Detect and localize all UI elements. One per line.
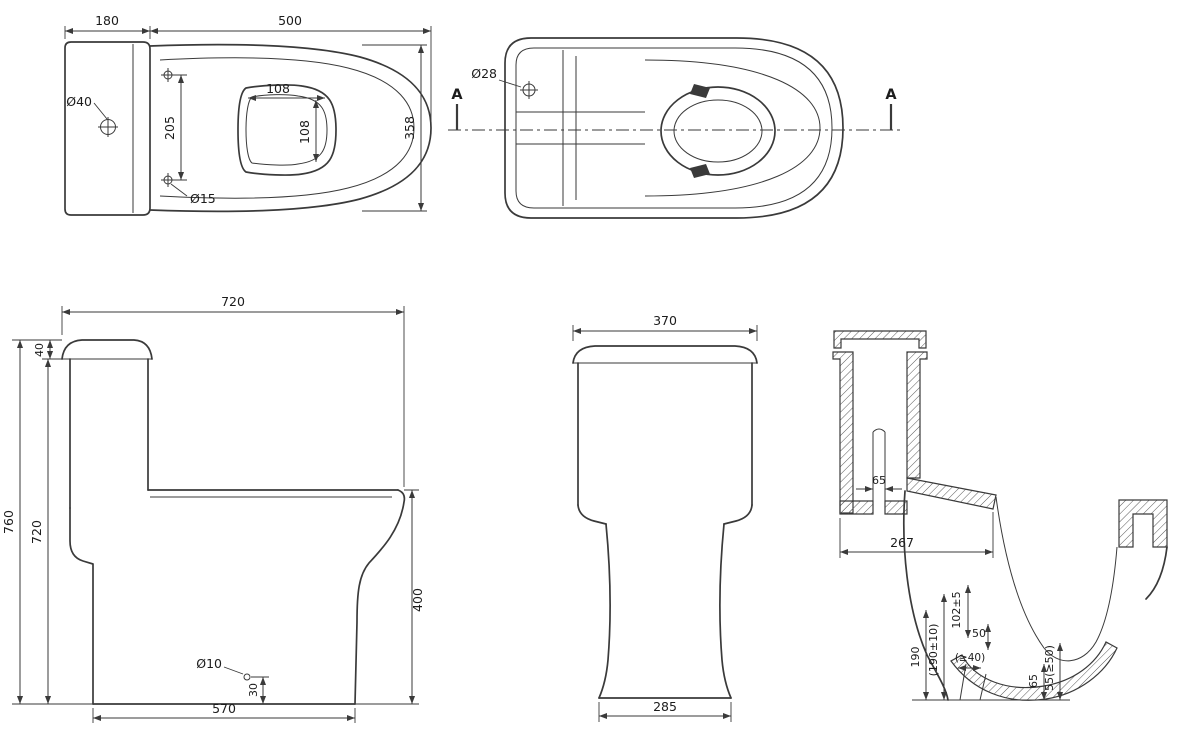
fixing-hole-leader bbox=[223, 666, 244, 675]
seat-opening-inner bbox=[245, 94, 328, 166]
dim-bowl-length-label: 500 bbox=[278, 13, 302, 28]
bowl-front-profile bbox=[354, 489, 406, 705]
tank-outline-plan bbox=[64, 41, 151, 216]
bolt-hole-leader bbox=[498, 79, 522, 88]
dim-overall-width-label: 358 bbox=[402, 116, 417, 140]
lid-profile-front bbox=[572, 345, 758, 364]
dim-h50-label: 50 bbox=[972, 627, 986, 640]
flush-channel-lines bbox=[516, 111, 645, 145]
shoulder-right-front bbox=[723, 504, 753, 525]
dim-bolt-hole-label: Ø28 bbox=[471, 66, 497, 81]
dim-h102-label: 102±5 bbox=[950, 591, 963, 628]
bowl-inner-surface bbox=[995, 496, 1118, 662]
depth-ext-lines bbox=[61, 306, 405, 487]
hinge-boss-bottom bbox=[690, 164, 710, 178]
dim-hinge-hole-label: Ø15 bbox=[190, 191, 216, 206]
dim-tank-height-label: 720 bbox=[29, 520, 44, 544]
dim-h190-label: 190 bbox=[909, 647, 922, 668]
dim-tank-width-label: 370 bbox=[653, 313, 677, 328]
bowl-outer-outline-plan bbox=[149, 43, 432, 213]
dim-fixing-hole-label: Ø10 bbox=[196, 656, 222, 671]
bowl-opening-outer bbox=[660, 86, 776, 176]
dim-h65-label: 65 bbox=[1027, 674, 1040, 688]
view-section-aa-plan: Ø28 A A bbox=[448, 37, 900, 219]
dim-tank-depth-label: 180 bbox=[95, 13, 119, 28]
trap-setout-ext bbox=[839, 512, 994, 558]
dim-lid-hole-label: Ø40 bbox=[66, 94, 92, 109]
view-cross-section: 65 267 102±5 50 (190±10) 190 (≥40) 65 55… bbox=[832, 330, 1168, 701]
hinge-boss-top bbox=[690, 84, 710, 98]
base-back-profile bbox=[69, 507, 94, 705]
seat-opening-outer bbox=[237, 84, 337, 176]
dim-hole-offset-label: 30 bbox=[247, 683, 260, 697]
dim-base-width-label: 285 bbox=[653, 699, 677, 714]
lid-profile-side bbox=[61, 339, 153, 360]
fixing-hole-mark bbox=[243, 673, 251, 681]
section-mark-left-label: A bbox=[451, 87, 463, 103]
lid-hole-crosshair bbox=[98, 117, 118, 137]
pedestal-right-front bbox=[718, 523, 732, 699]
dim-lid-height-label: 40 bbox=[33, 343, 46, 357]
bowl-inner-rim-plan bbox=[159, 57, 415, 199]
section-mark-right-label: A bbox=[885, 87, 897, 103]
bowl-rim-section bbox=[1118, 499, 1168, 548]
dim-h55-label: 55(≥50) bbox=[1043, 645, 1056, 691]
section-outer-outline bbox=[504, 37, 844, 219]
dim-opening-depth-label: 108 bbox=[297, 120, 312, 144]
tank-lid-section bbox=[833, 330, 927, 349]
flush-valve-lines bbox=[872, 428, 886, 501]
view-front-elevation: 370 285 bbox=[572, 313, 758, 722]
dim-trap-setout-label: 267 bbox=[890, 535, 914, 550]
dim-outlet-width-label: (≥40) bbox=[955, 652, 985, 664]
bolt-hole-crosshair bbox=[520, 81, 538, 99]
pedestal-left-front bbox=[598, 523, 612, 699]
view-side-elevation: Ø10 30 720 40 760 720 400 570 bbox=[1, 294, 425, 723]
dim-rim-height-label: 400 bbox=[410, 588, 425, 612]
top-dim-ext-lines bbox=[64, 26, 432, 122]
rim-channel-contour bbox=[644, 59, 821, 197]
shell-right-profile bbox=[1145, 546, 1168, 600]
tank-left-wall-section bbox=[832, 351, 854, 514]
trap-bottom-section bbox=[950, 641, 1118, 701]
dim-base-depth-label: 570 bbox=[212, 701, 236, 716]
tank-right-wall-section bbox=[906, 351, 928, 479]
lid-hole-leader bbox=[93, 102, 108, 120]
tank-bottom-right-section bbox=[884, 500, 908, 515]
dim-h190tol-label: (190±10) bbox=[927, 624, 940, 677]
hinge-hole-leader bbox=[170, 183, 188, 197]
bowl-shelf-section bbox=[906, 477, 997, 510]
shoulder-left-front bbox=[577, 504, 607, 525]
dim-overall-depth-label: 720 bbox=[221, 294, 245, 309]
dim-hinge-spacing-label: 205 bbox=[162, 116, 177, 140]
bowl-opening-inner bbox=[673, 99, 763, 163]
dim-opening-width-label: 108 bbox=[266, 81, 290, 96]
tank-bottom-left-section bbox=[839, 500, 874, 515]
dim-valve-hole-label: 65 bbox=[872, 474, 886, 487]
dim-overall-height-label: 760 bbox=[1, 510, 16, 534]
view-plan-top: Ø40 205 Ø15 180 500 358 108 108 bbox=[64, 13, 432, 216]
tank-partition-lines bbox=[562, 50, 577, 206]
overall-width-ext bbox=[362, 44, 427, 212]
section-inner-wall bbox=[515, 47, 833, 209]
